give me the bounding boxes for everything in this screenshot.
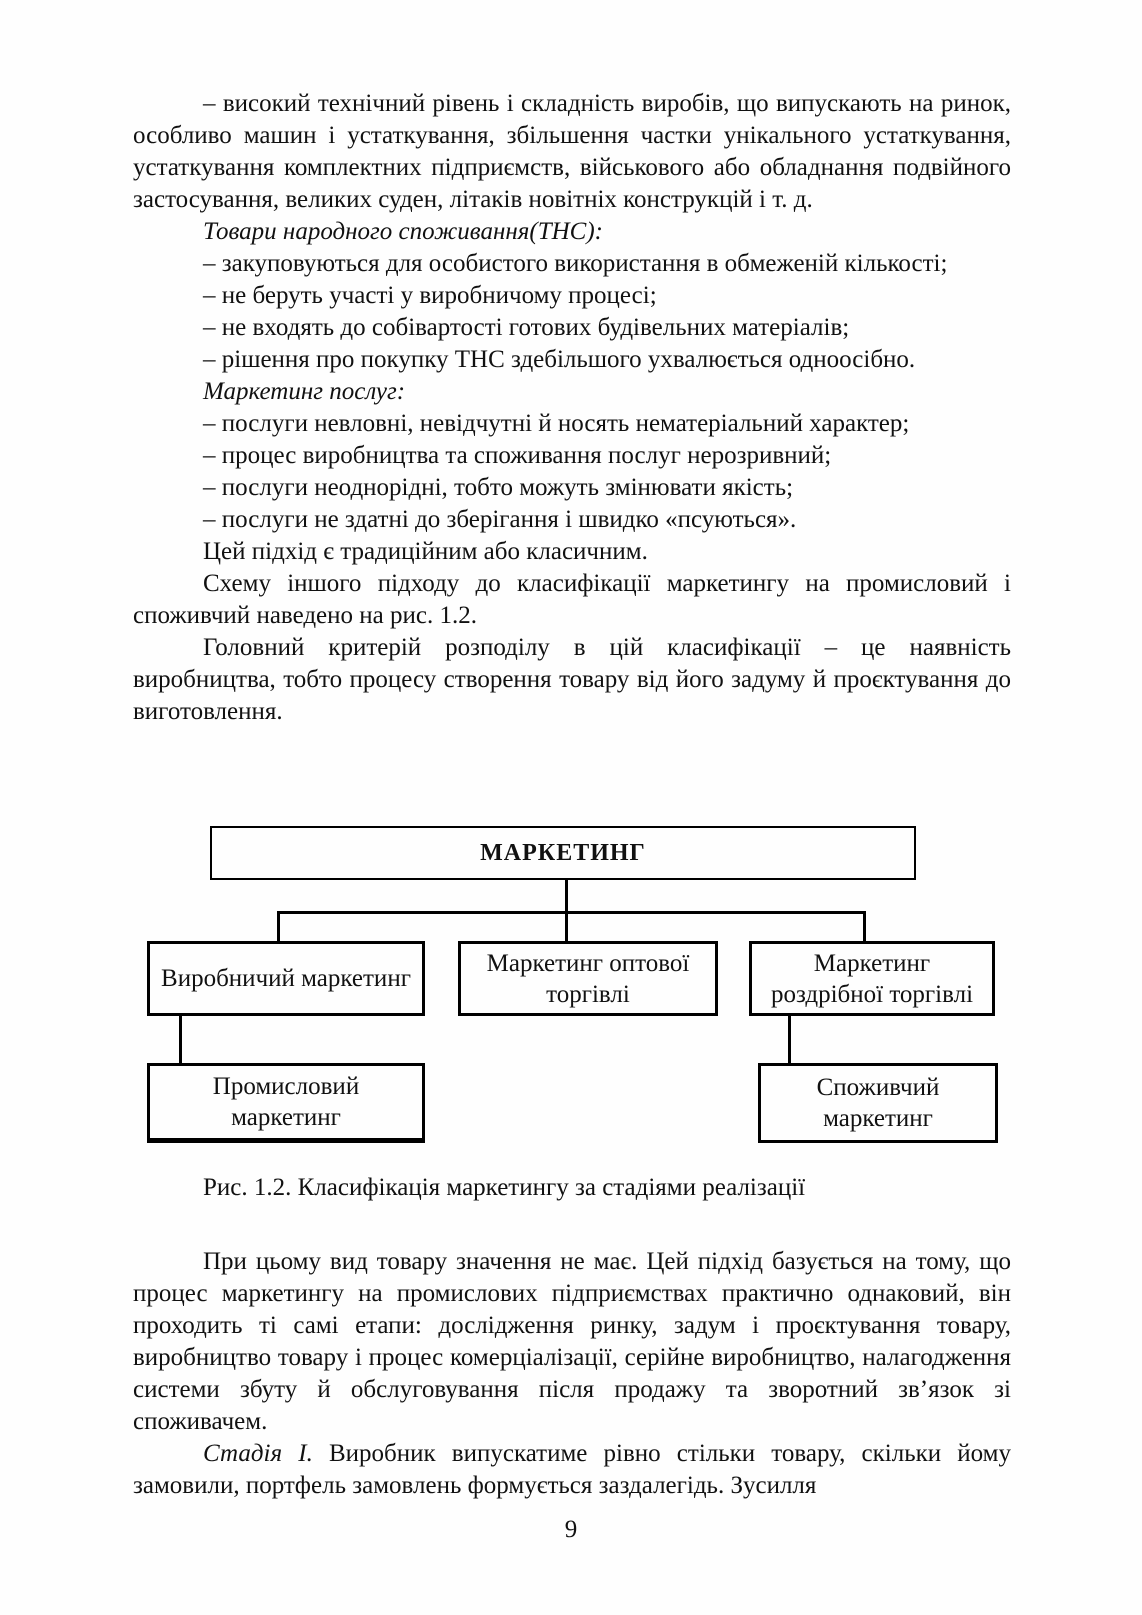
connector-line <box>565 911 568 943</box>
connector-line <box>277 911 866 914</box>
paragraph: – закуповуються для особистого використа… <box>203 250 948 277</box>
paragraph: – послуги не здатні до зберігання і швид… <box>203 506 797 533</box>
paragraph: – рішення про покупку ТНС здебільшого ух… <box>203 346 916 373</box>
connector-line <box>863 911 866 943</box>
paragraph: – послуги неоднорідні, тобто можуть змін… <box>203 474 794 501</box>
paragraph: – процес виробництва та споживання послу… <box>203 442 832 469</box>
stage-label: Стадія І. <box>203 1440 313 1467</box>
flowchart-box-label: Промисловий <box>212 1073 360 1100</box>
flowchart-box-label: Маркетинг оптової <box>486 949 690 977</box>
flowchart-box-label: МАРКЕТИНГ <box>480 839 646 866</box>
flowchart-box-production-marketing: Виробничий маркетинг <box>147 941 425 1016</box>
body-text-upper: – високий технічний рівень і складність … <box>133 88 1011 728</box>
flowchart-box-label: маркетинг <box>231 1104 341 1131</box>
flowchart-box-label: Виробничий маркетинг <box>161 965 411 992</box>
stage-text: Виробник випускатиме рівно стільки товар… <box>133 1440 1011 1499</box>
flowchart-box-consumer-marketing: Споживчий маркетинг <box>758 1063 998 1143</box>
paragraph-heading-services: Маркетинг послуг: <box>203 378 406 405</box>
flowchart-box-label: торгівлі <box>546 980 630 1008</box>
paragraph: Цей підхід є традиційним або класичним. <box>203 538 648 565</box>
connector-line <box>179 1014 182 1065</box>
paragraph: – високий технічний рівень і складність … <box>133 90 1011 213</box>
paragraph: – послуги невловні, невідчутні й носять … <box>203 410 910 437</box>
flowchart-box-retail-marketing: Маркетинг роздрібної торгівлі <box>749 941 995 1016</box>
flowchart-box-wholesale-marketing: Маркетинг оптової торгівлі <box>458 941 718 1016</box>
flowchart-box-label: маркетинг <box>823 1105 933 1132</box>
page-number: 9 <box>564 1516 578 1543</box>
figure-caption: Рис. 1.2. Класифікація маркетингу за ста… <box>203 1174 806 1201</box>
flowchart-box-industrial-marketing: Промисловий маркетинг <box>147 1063 425 1143</box>
body-text-lower: При цьому вид товару значення не має. Це… <box>133 1246 1011 1502</box>
flowchart-box-label: роздрібної торгівлі <box>770 980 974 1008</box>
connector-line <box>277 911 280 943</box>
paragraph-heading-tnc: Товари народного споживання(ТНС): <box>203 218 603 245</box>
paragraph-stage-1: Стадія І. Виробник випускатиме рівно сті… <box>133 1438 1011 1502</box>
connector-line <box>565 880 568 911</box>
flowchart-box-marketing: МАРКЕТИНГ <box>210 826 916 880</box>
flowchart-box-label: Споживчий <box>816 1074 940 1101</box>
paragraph: – не входять до собівартості готових буд… <box>203 314 850 341</box>
paragraph: – не беруть участі у виробничому процесі… <box>203 282 657 309</box>
paragraph: При цьому вид товару значення не має. Це… <box>133 1248 1011 1435</box>
connector-line <box>788 1014 791 1065</box>
flowchart-box-label: Маркетинг <box>813 949 931 977</box>
paragraph: Головний критерій розподілу в цій класиф… <box>133 634 1011 725</box>
paragraph: Схему іншого підходу до класифікації мар… <box>133 570 1011 629</box>
